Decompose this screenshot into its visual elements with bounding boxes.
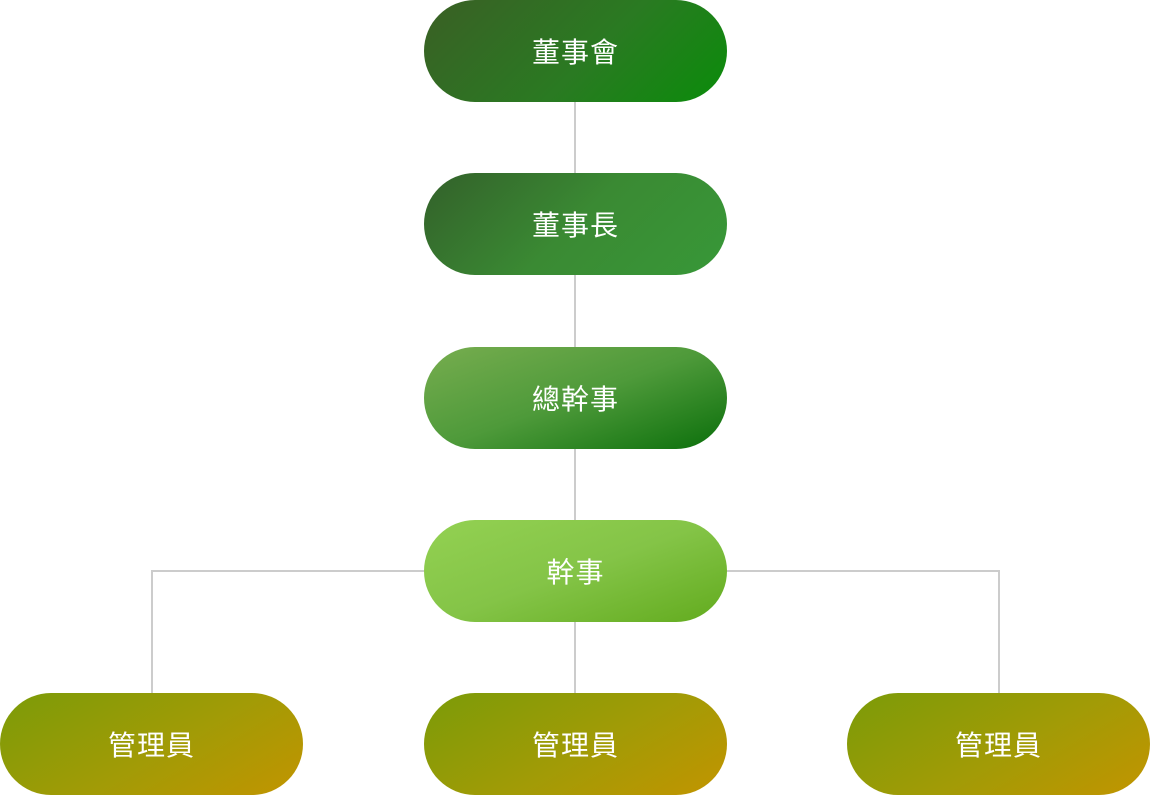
node-admin-center[interactable]: 管理員 (424, 693, 727, 795)
connector-secretary-admin-left (151, 570, 424, 693)
node-admin-left-label: 管理員 (107, 729, 195, 762)
node-board-of-directors[interactable]: 董事會 (424, 0, 727, 102)
node-admin-right[interactable]: 管理員 (847, 693, 1150, 795)
node-secretary-label: 幹事 (546, 556, 605, 589)
node-board-label: 董事會 (531, 36, 619, 69)
node-chairman[interactable]: 董事長 (424, 173, 727, 275)
node-admin-left[interactable]: 管理員 (0, 693, 303, 795)
node-admin-right-label: 管理員 (954, 729, 1042, 762)
connector-secretary-admin-right (727, 570, 1000, 693)
node-secretary[interactable]: 幹事 (424, 520, 727, 622)
node-chairman-label: 董事長 (531, 209, 619, 242)
node-admin-center-label: 管理員 (531, 729, 619, 762)
node-secretary-general[interactable]: 總幹事 (424, 347, 727, 449)
node-secretary-general-label: 總幹事 (531, 383, 619, 416)
